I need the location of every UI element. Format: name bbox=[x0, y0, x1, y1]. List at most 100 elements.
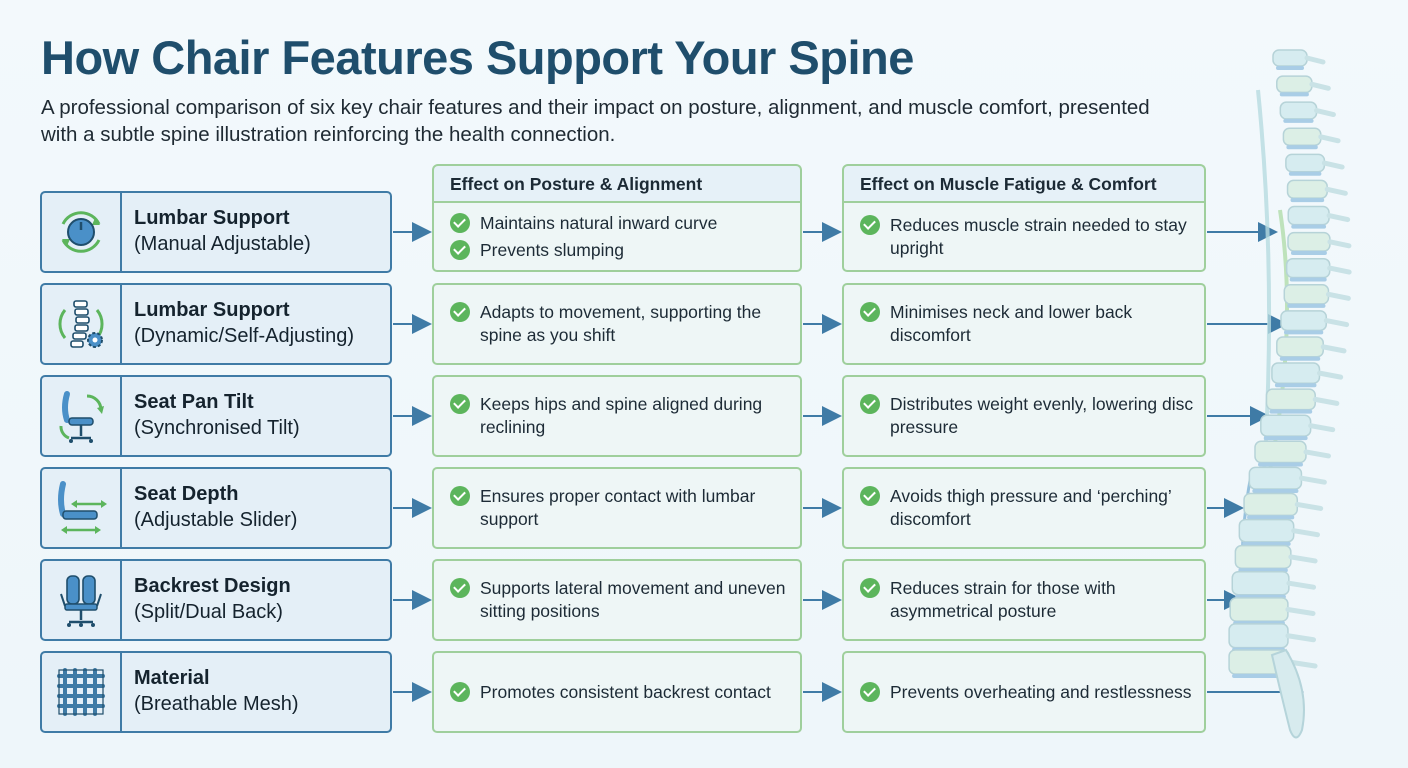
comfort-effect-2: Minimises neck and lower back discomfort bbox=[842, 283, 1206, 365]
vertebra bbox=[1285, 153, 1326, 173]
vertebra bbox=[1238, 518, 1295, 543]
posture-effect-6: Promotes consistent backrest contact bbox=[432, 651, 802, 733]
spinous-process bbox=[1286, 580, 1317, 590]
spinous-process bbox=[1285, 633, 1317, 643]
effect-text: Prevents overheating and restlessness bbox=[890, 681, 1192, 702]
vertebra bbox=[1286, 179, 1328, 199]
vertebra bbox=[1248, 466, 1303, 490]
feature-subtitle: (Split/Dual Back) bbox=[134, 601, 283, 623]
spinous-process bbox=[1312, 396, 1340, 406]
column-header-comfort: Effect on Muscle Fatigue & Comfort bbox=[842, 164, 1206, 201]
spinous-process bbox=[1291, 528, 1321, 538]
feature-subtitle: (Synchronised Tilt) bbox=[134, 417, 300, 439]
spinous-process bbox=[1308, 423, 1336, 433]
chair-slider-icon bbox=[58, 481, 107, 534]
page-title: How Chair Features Support Your Spine bbox=[41, 31, 914, 84]
check-icon bbox=[860, 214, 880, 235]
check-icon bbox=[450, 394, 470, 414]
feature-subtitle: (Manual Adjustable) bbox=[134, 233, 311, 255]
spinal-disc bbox=[1287, 303, 1326, 308]
vertebra bbox=[1287, 231, 1331, 252]
check-icon bbox=[450, 578, 470, 598]
vertebra bbox=[1254, 440, 1307, 464]
effect-text: Distributes weight evenly, lowering disc… bbox=[890, 394, 1194, 437]
spinous-process bbox=[1326, 213, 1351, 223]
feature-name: Backrest Design bbox=[134, 575, 291, 597]
vertebra bbox=[1283, 284, 1330, 305]
spinous-process bbox=[1316, 370, 1344, 380]
posture-effect-2: Adapts to movement, supporting the spine… bbox=[432, 283, 802, 365]
comfort-effect-3: Distributes weight evenly, lowering disc… bbox=[842, 375, 1206, 457]
page-subtitle: A professional comparison of six key cha… bbox=[41, 96, 1150, 146]
lumbar-knob-icon bbox=[61, 211, 101, 253]
vertebra bbox=[1231, 570, 1290, 596]
feature-name: Seat Depth bbox=[134, 483, 239, 505]
check-icon bbox=[860, 681, 880, 702]
vertebra bbox=[1276, 336, 1324, 358]
vertebra bbox=[1272, 49, 1308, 67]
spinal-disc bbox=[1269, 409, 1313, 414]
check-icon bbox=[450, 239, 470, 260]
effect-text: Supports lateral movement and uneven sit… bbox=[480, 578, 786, 621]
check-icon bbox=[450, 212, 470, 233]
feature-row-5: Backrest Design (Split/Dual Back) bbox=[40, 559, 392, 641]
split-backrest-icon bbox=[60, 575, 102, 627]
spinal-disc bbox=[1290, 251, 1327, 256]
spinal-disc bbox=[1283, 118, 1314, 123]
check-icon bbox=[860, 394, 880, 414]
vertebra bbox=[1282, 127, 1322, 147]
effect-text: Reduces muscle strain needed to stay upr… bbox=[890, 214, 1187, 258]
spinous-process bbox=[1318, 134, 1341, 144]
effect-text: Minimises neck and lower back discomfort bbox=[890, 302, 1133, 345]
check-icon bbox=[450, 486, 470, 506]
spinal-disc bbox=[1291, 224, 1327, 229]
spinal-disc bbox=[1242, 541, 1291, 546]
check-icon bbox=[450, 302, 470, 322]
check-icon bbox=[860, 302, 880, 322]
mesh-icon bbox=[57, 668, 105, 716]
feature-row-3: Seat Pan Tilt (Synchronised Tilt) bbox=[40, 375, 392, 457]
feature-row-6: Material (Breathable Mesh) bbox=[40, 651, 392, 733]
spinal-disc bbox=[1276, 66, 1304, 70]
comfort-effect-1: Reduces muscle strain needed to stay upr… bbox=[842, 201, 1206, 272]
feature-subtitle: (Adjustable Slider) bbox=[134, 509, 298, 531]
spinous-process bbox=[1314, 108, 1336, 118]
column-header-posture: Effect on Posture & Alignment bbox=[432, 164, 802, 201]
vertebra bbox=[1285, 257, 1331, 279]
effect-text: Reduces strain for those with asymmetric… bbox=[890, 578, 1116, 621]
vertebra bbox=[1228, 623, 1289, 649]
spinal-disc bbox=[1286, 145, 1318, 150]
spinal-disc bbox=[1279, 92, 1309, 97]
spinous-process bbox=[1321, 160, 1345, 170]
check-icon bbox=[860, 486, 880, 506]
effect-text: Promotes consistent backrest contact bbox=[480, 681, 771, 702]
feature-name: Lumbar Support bbox=[134, 299, 290, 321]
vertebra bbox=[1279, 101, 1318, 120]
chair-tilt-icon bbox=[59, 391, 104, 443]
vertebra bbox=[1229, 597, 1289, 622]
comfort-effect-5: Reduces strain for those with asymmetric… bbox=[842, 559, 1206, 641]
vertebra bbox=[1280, 310, 1328, 332]
feature-name: Lumbar Support bbox=[134, 207, 290, 229]
spinal-disc bbox=[1252, 488, 1299, 493]
effect-text: Avoids thigh pressure and ‘perching’ dis… bbox=[890, 486, 1172, 529]
spinous-process bbox=[1323, 318, 1350, 328]
feature-row-1: Lumbar Support (Manual Adjustable) bbox=[40, 191, 392, 273]
spinous-process bbox=[1327, 239, 1352, 249]
posture-effect-5: Supports lateral movement and uneven sit… bbox=[432, 559, 802, 641]
spinous-process bbox=[1309, 81, 1331, 91]
posture-effect-1: Maintains natural inward curve Prevents … bbox=[432, 201, 802, 272]
feature-subtitle: (Dynamic/Self-Adjusting) bbox=[134, 325, 355, 347]
spinal-disc bbox=[1283, 330, 1324, 335]
vertebra bbox=[1243, 492, 1299, 517]
spinous-process bbox=[1304, 55, 1326, 65]
vertebra bbox=[1265, 388, 1316, 411]
feature-row-4: Seat Depth (Adjustable Slider) bbox=[40, 467, 392, 549]
comfort-effect-4: Avoids thigh pressure and ‘perching’ dis… bbox=[842, 467, 1206, 549]
comfort-effect-6: Prevents overheating and restlessness bbox=[842, 651, 1206, 733]
effect-text: Adapts to movement, supporting the spine… bbox=[480, 302, 762, 345]
spinous-process bbox=[1320, 344, 1347, 354]
spinal-disc bbox=[1289, 277, 1327, 282]
spinous-process bbox=[1285, 606, 1316, 616]
